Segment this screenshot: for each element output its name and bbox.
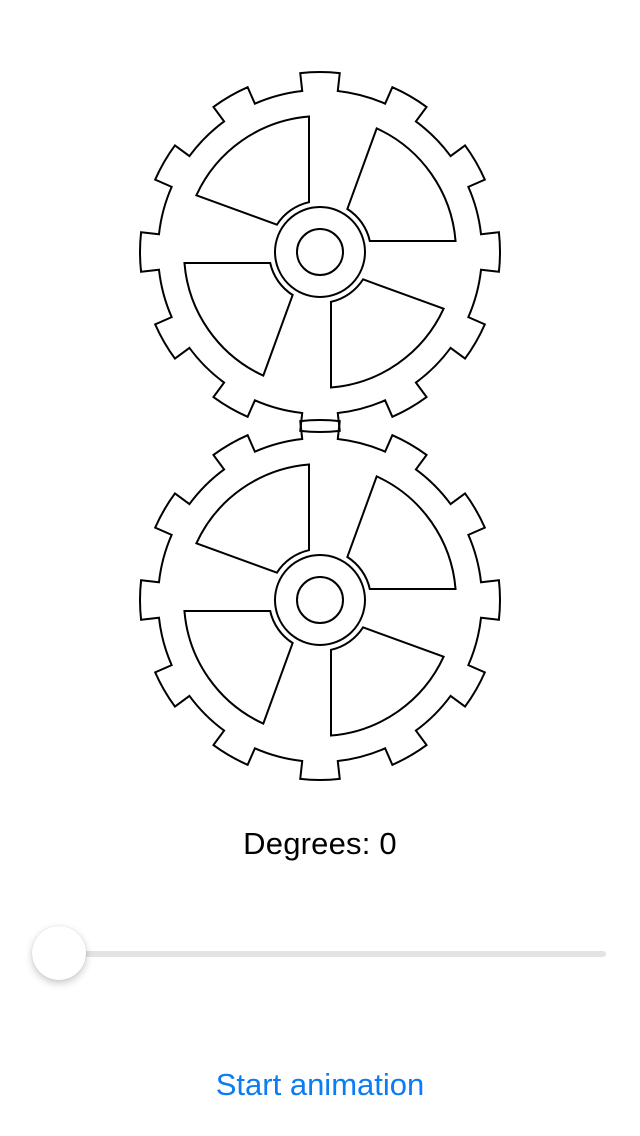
gear-window-3 [183, 262, 294, 377]
degrees-slider[interactable] [32, 926, 606, 982]
gear-bottom [130, 410, 510, 790]
gear-window-1 [346, 127, 457, 242]
gear-axle-hole [296, 576, 344, 624]
gear-window-3 [183, 610, 294, 725]
gear-window-2 [330, 278, 445, 389]
slider-track[interactable] [32, 951, 606, 957]
gear-window-2 [330, 626, 445, 737]
slider-thumb[interactable] [32, 926, 86, 980]
gear-outline [139, 71, 501, 433]
gear-window-1 [346, 475, 457, 590]
start-animation-button[interactable]: Start animation [170, 1062, 470, 1108]
gear-axle-hole [296, 228, 344, 276]
gear-window-4 [195, 115, 310, 226]
gear-hub [274, 554, 366, 646]
degrees-label: Degrees: 0 [243, 826, 397, 861]
gear-hub [274, 206, 366, 298]
gear-top [130, 62, 510, 442]
gear-top-shape [139, 71, 501, 433]
gear-bottom-shape [139, 419, 501, 781]
gear-outline [139, 419, 501, 781]
gear-window-4 [195, 463, 310, 574]
